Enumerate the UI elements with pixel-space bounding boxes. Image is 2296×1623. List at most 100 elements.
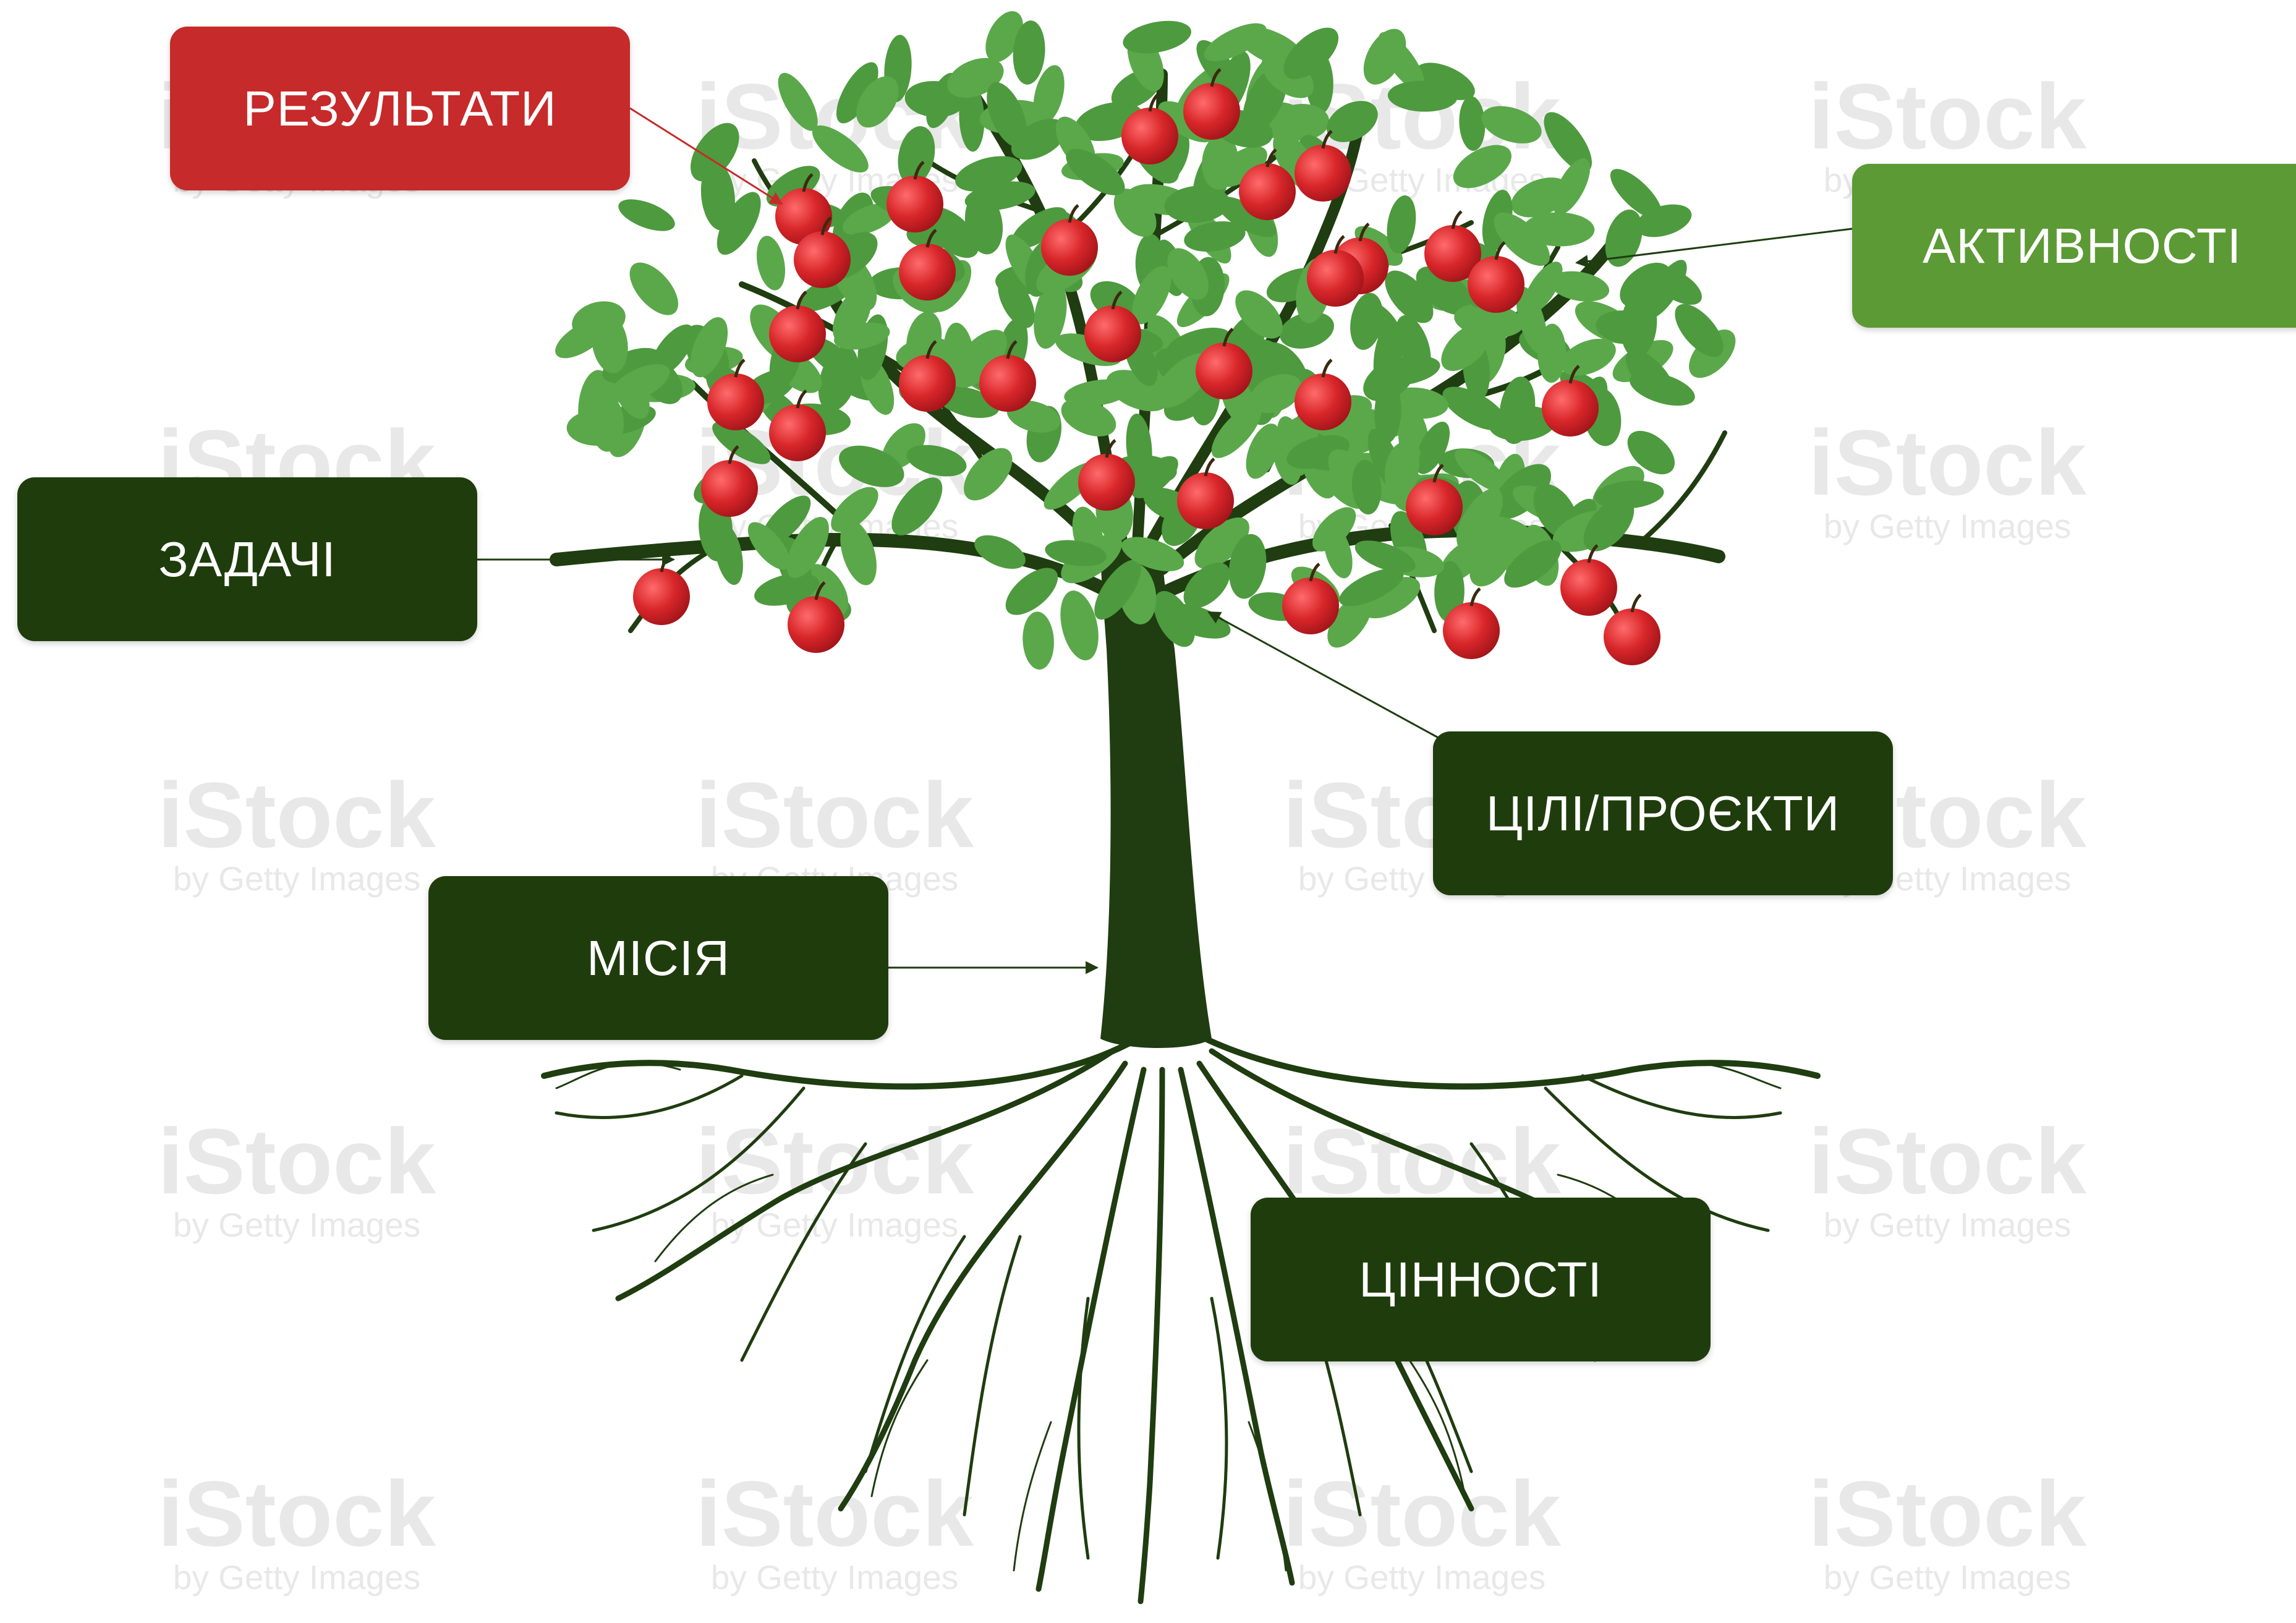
leaf: [555, 319, 608, 359]
leaf: [1644, 260, 1687, 320]
apple-stem: [796, 291, 807, 310]
apple: [1443, 602, 1500, 659]
leaf: [987, 82, 1027, 148]
goals-label: ЦІЛІ/ПРОЄКТИ: [1486, 785, 1840, 841]
leaf: [1183, 563, 1230, 608]
leaf: [1013, 20, 1045, 85]
watermark-text: iStock: [1808, 411, 2087, 514]
apple-stem: [1204, 458, 1215, 477]
leaf: [754, 573, 820, 606]
leaf: [1228, 534, 1267, 599]
leaf: [1489, 406, 1556, 441]
leaf: [1132, 266, 1171, 325]
leaf: [1235, 290, 1283, 339]
apple: [1084, 305, 1141, 362]
apple: [979, 355, 1036, 412]
apple: [1196, 343, 1252, 399]
leaf: [974, 535, 1026, 569]
apple: [1282, 577, 1339, 634]
apple-stem: [728, 445, 739, 464]
leaf: [786, 517, 829, 578]
apple: [1295, 373, 1351, 430]
leaf: [842, 203, 896, 236]
leaf: [856, 76, 899, 128]
apple: [707, 373, 764, 430]
mission-label: МІСІЯ: [587, 930, 730, 986]
apple-stem: [734, 359, 746, 378]
apple: [769, 404, 826, 461]
leaf: [1005, 568, 1058, 615]
leaf: [1395, 315, 1431, 375]
leaf: [591, 396, 624, 452]
apple-stem: [1222, 328, 1234, 347]
watermark-text: iStock: [695, 763, 974, 867]
apple: [1239, 163, 1296, 220]
leaf: [834, 322, 890, 350]
apple-stem: [1432, 464, 1444, 483]
apple: [1177, 472, 1234, 529]
leaf: [1202, 134, 1239, 190]
apple: [1078, 454, 1135, 511]
leaf: [714, 522, 743, 585]
leaf: [898, 126, 935, 185]
apple: [1295, 145, 1351, 202]
apple-stem: [796, 390, 807, 409]
goals-connector: [1207, 611, 1441, 740]
leaf: [691, 122, 739, 182]
goals-label-box: ЦІЛІ/ПРОЄКТИ: [1433, 731, 1893, 895]
leaf: [1354, 540, 1416, 573]
leaf: [1387, 80, 1458, 112]
results-label-box: РЕЗУЛЬТАТИ: [170, 27, 630, 190]
leaf: [1459, 96, 1486, 151]
leaf: [1350, 292, 1384, 350]
apple-stem: [1111, 291, 1123, 310]
leaf: [1283, 27, 1339, 80]
apple-stem: [1568, 365, 1580, 384]
leaf: [691, 317, 728, 378]
watermark-text: iStock: [695, 1462, 974, 1565]
apple: [1307, 250, 1364, 307]
leaf: [1094, 560, 1141, 620]
leaf: [1560, 338, 1616, 376]
leaf: [1553, 158, 1591, 215]
leaf: [1113, 189, 1157, 237]
leaf: [952, 330, 1007, 388]
activities-label: АКТИВНОСТІ: [1923, 218, 2242, 273]
watermark-text: iStock: [1283, 1109, 1562, 1213]
leaf: [629, 262, 679, 315]
apple-stem: [1148, 93, 1160, 112]
values-label: ЦІННОСТІ: [1359, 1251, 1602, 1307]
apple-stem: [925, 340, 937, 359]
apple-stem: [1210, 68, 1222, 87]
leaf: [1279, 312, 1334, 349]
leaf: [1610, 169, 1662, 219]
apple: [887, 176, 943, 232]
leaf: [1627, 430, 1675, 475]
leaf: [1204, 23, 1267, 61]
apple: [701, 460, 758, 517]
watermark-byline: by Getty Images: [1824, 1206, 2071, 1244]
leaf: [1675, 304, 1724, 357]
leaf: [1596, 310, 1657, 344]
apple-stem: [802, 173, 814, 192]
watermark-text: iStock: [158, 763, 436, 867]
leaf: [716, 192, 761, 255]
watermark-text: iStock: [1283, 1462, 1562, 1565]
watermark-byline: by Getty Images: [1824, 507, 2071, 545]
connectors: [477, 107, 1853, 974]
apple: [1604, 608, 1660, 665]
leaf: [778, 72, 818, 131]
leaf: [1045, 540, 1107, 566]
watermark-text: iStock: [1808, 1109, 2087, 1213]
leaf: [1455, 448, 1508, 493]
leaf: [1363, 359, 1414, 401]
leaf: [1441, 323, 1492, 371]
leaf: [1184, 221, 1246, 252]
activities-label-box: АКТИВНОСТІ: [1852, 164, 2296, 328]
activities-connector: [1575, 228, 1853, 268]
results-label: РЕЗУЛЬТАТИ: [243, 80, 557, 136]
apple-stem: [814, 581, 826, 600]
leaf: [1385, 270, 1434, 323]
leaf: [839, 445, 904, 487]
apple: [1406, 479, 1463, 535]
